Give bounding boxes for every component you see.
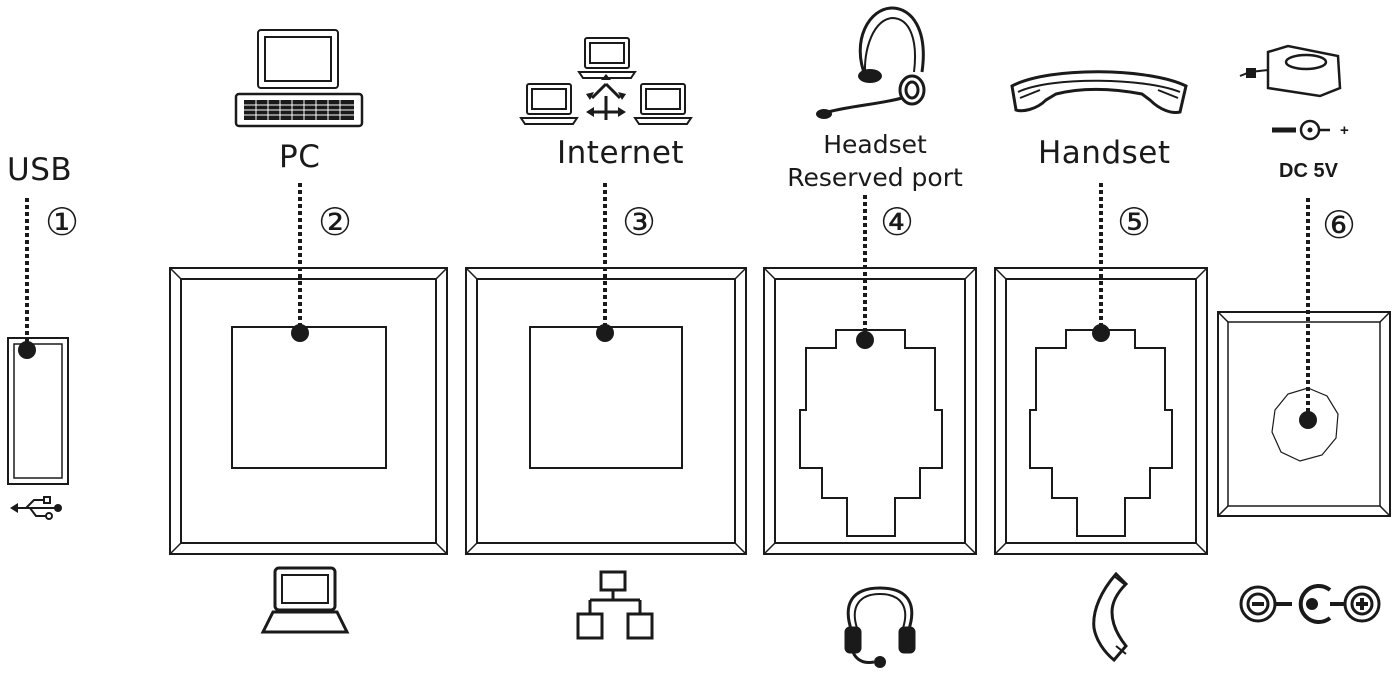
headset-point: [856, 331, 874, 349]
handset-port-number: ⑤: [1117, 200, 1152, 244]
handset-point: [1092, 324, 1110, 342]
handset-label: Handset: [1038, 135, 1171, 171]
internet-port-number: ③: [622, 200, 657, 244]
handset-icon: [1092, 571, 1129, 663]
handset-illustration-icon: [1010, 70, 1188, 114]
dc-plus-sign: +: [1340, 122, 1349, 139]
pc-port-number: ②: [318, 200, 353, 244]
network-computers-icon: [519, 37, 693, 125]
headset-illustration-icon: [816, 6, 926, 119]
usb-port-number: ①: [45, 200, 80, 244]
pc-computer-icon: [234, 29, 364, 128]
internet-point: [596, 324, 614, 342]
headset-port: [763, 267, 977, 555]
internet-label: Internet: [557, 135, 685, 171]
dc-port-number: ⑥: [1322, 203, 1357, 247]
network-icon: [576, 570, 654, 640]
pc-point: [291, 324, 309, 342]
internet-port: [465, 267, 747, 555]
laptop-icon: [260, 566, 350, 634]
usb-icon: [10, 496, 62, 520]
dc-polarity-icon: [1239, 584, 1381, 624]
dc-label: DC 5V: [1279, 160, 1338, 182]
headset-icon: [844, 586, 916, 668]
dc-port: [1217, 311, 1391, 517]
power-adapter-icon: [1239, 44, 1342, 141]
usb-point: [18, 341, 36, 359]
pc-label: PC: [279, 139, 321, 175]
pc-port: [169, 267, 448, 555]
headset-port-number: ④: [880, 200, 915, 244]
headset-label: Headset Reserved port: [770, 128, 980, 194]
dc-point: [1299, 411, 1317, 429]
headset-label-line1: Headset: [823, 130, 927, 159]
headset-label-line2: Reserved port: [787, 163, 963, 192]
usb-label: USB: [7, 152, 73, 188]
usb-port: [7, 337, 69, 485]
